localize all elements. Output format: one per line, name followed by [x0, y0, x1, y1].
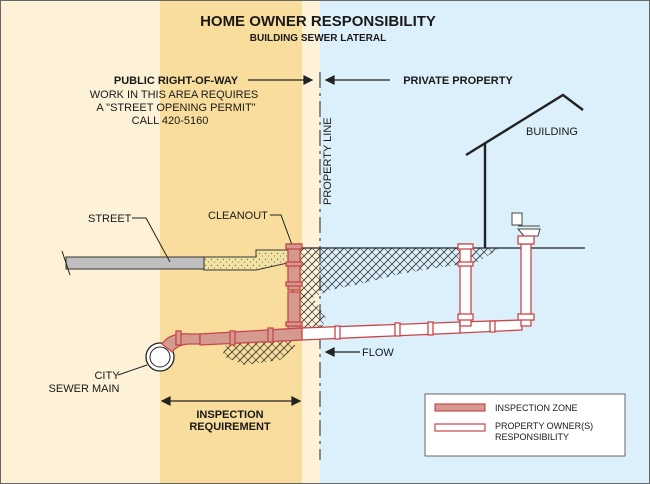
city-sewer-main-label-2: SEWER MAIN	[49, 383, 120, 395]
private-property-label: PRIVATE PROPERTY	[403, 75, 513, 87]
cleanout-label: CLEANOUT	[208, 210, 268, 222]
public-row-arrow	[248, 75, 314, 85]
legend-label-inspection-zone: INSPECTION ZONE	[495, 403, 578, 413]
owner-responsibility-pipe	[301, 235, 535, 341]
inspection-requirement-arrow	[160, 396, 302, 406]
cleanout-riser	[285, 243, 303, 335]
building-label: BUILDING	[526, 126, 578, 138]
street-label: STREET	[88, 213, 132, 225]
soil-hatch-private	[300, 248, 500, 300]
city-sewer-main-label-1: CITY	[94, 370, 120, 382]
page-title: HOME OWNER RESPONSIBILITY	[200, 13, 436, 30]
building-outline	[465, 93, 584, 248]
legend: INSPECTION ZONE PROPERTY OWNER(S) RESPON…	[424, 393, 626, 457]
property-line-label: PROPERTY LINE	[322, 117, 334, 205]
inspection-requirement-label-1: INSPECTION	[196, 409, 263, 421]
inspection-zone-pipe	[161, 327, 303, 353]
street-slab	[65, 256, 205, 270]
public-zone-strip	[302, 0, 320, 484]
sewer-main-leader	[117, 364, 148, 376]
public-row-line3: CALL 420-5160	[132, 115, 209, 127]
public-row-line1: WORK IN THIS AREA REQUIRES	[90, 89, 259, 101]
page-subtitle: BUILDING SEWER LATERAL	[250, 33, 386, 44]
public-zone-background	[0, 0, 160, 484]
legend-label-owner-2: RESPONSIBILITY	[495, 432, 569, 442]
private-property-arrow	[324, 75, 390, 85]
flow-arrow	[324, 347, 360, 357]
flow-label: FLOW	[362, 347, 394, 359]
street-leader	[132, 217, 171, 263]
cleanout-leader	[270, 214, 293, 246]
inspection-requirement-label-2: REQUIREMENT	[189, 421, 271, 433]
legend-label-owner-1: PROPERTY OWNER(S)	[495, 421, 593, 431]
inspection-zone-band	[160, 0, 302, 484]
public-row-heading: PUBLIC RIGHT-OF-WAY	[114, 75, 239, 87]
city-sewer-main	[145, 342, 175, 372]
legend-swatch-inspection-zone	[434, 403, 486, 412]
public-row-line2: A "STREET OPENING PERMIT"	[96, 102, 255, 114]
street-end-mark	[61, 250, 71, 276]
legend-swatch-owner	[434, 423, 486, 432]
